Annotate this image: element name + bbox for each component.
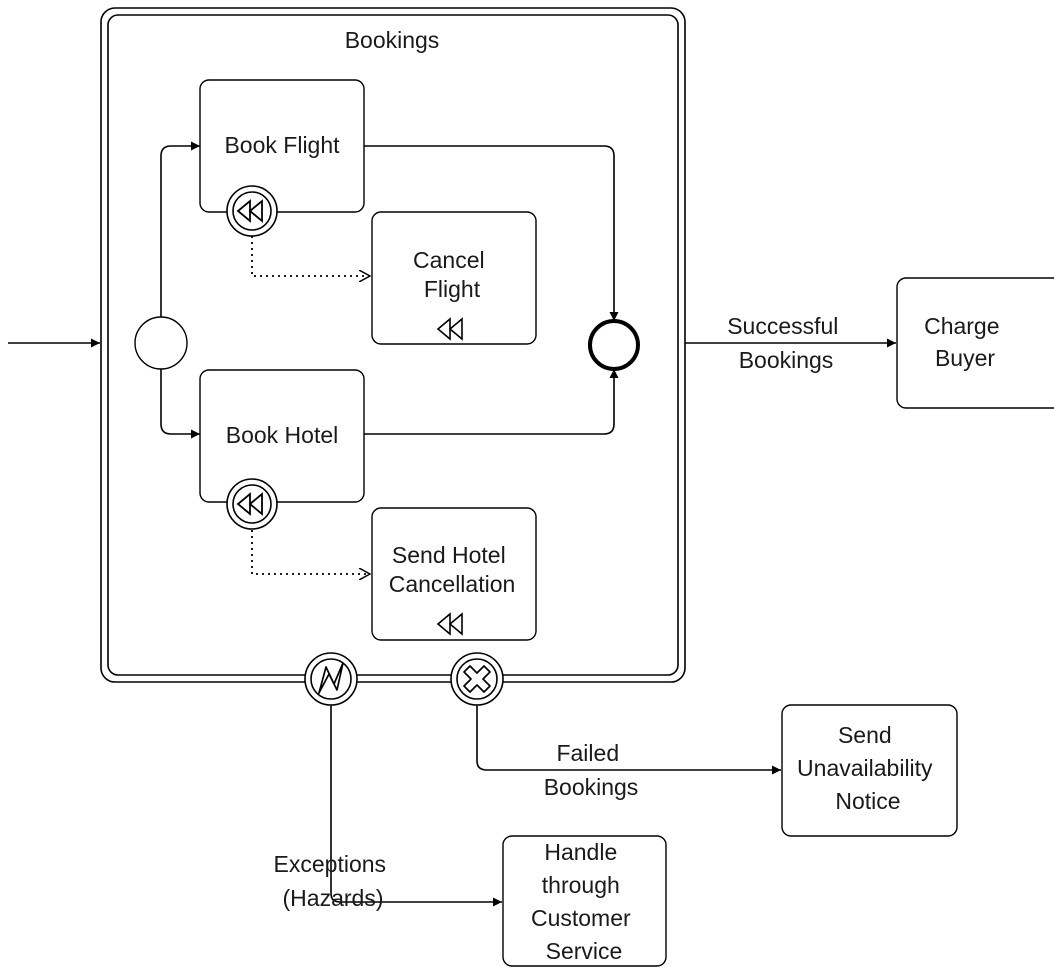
flow-start-to-book-flight [160,141,200,317]
flow-exceptions [330,705,502,907]
task-label: Cancel Flight [413,247,491,302]
compensation-association-flight [251,236,370,276]
compensation-icon[interactable] [226,185,278,237]
end-event-icon[interactable] [588,319,640,371]
compensation-marker-icon [436,317,463,341]
compensation-icon[interactable] [226,478,278,530]
flow-start-to-book-hotel [160,369,200,439]
subprocess-title: Bookings [345,27,440,53]
task-label: Charge Buyer [924,313,1006,371]
task-label: Book Flight [224,132,340,158]
task-handle-through-customer-service[interactable]: Handle through Customer Service [502,835,667,967]
task-send-hotel-cancellation[interactable]: Send Hotel Cancellation [371,507,537,641]
task-book-flight[interactable]: Book Flight [199,79,365,213]
flow-failed-bookings [476,705,781,775]
task-label: Send Unavailability Notice [797,722,939,814]
flow-book-hotel-to-end [364,369,619,435]
flow-book-flight-to-end [364,145,619,321]
compensation-marker-icon [436,612,463,636]
task-label: Book Hotel [226,422,339,448]
cancel-icon[interactable] [450,652,504,706]
task-book-hotel[interactable]: Book Hotel [199,369,365,503]
task-label: Handle through Customer Service [531,839,637,964]
task-send-unavailability-notice[interactable]: Send Unavailability Notice [781,704,958,837]
flow-label-successful: Successful Bookings [727,313,845,373]
error-icon[interactable] [304,652,358,706]
task-cancel-flight[interactable]: Cancel Flight [371,211,537,345]
flow-label-exceptions: Exceptions (Hazards) [274,851,393,911]
flow-label-failed: Failed Bookings [544,740,639,800]
start-event-icon[interactable] [134,316,188,370]
task-label: Send Hotel Cancellation [389,542,516,597]
compensation-association-hotel [251,530,370,574]
task-charge-buyer[interactable]: Charge Buyer [896,277,1054,409]
